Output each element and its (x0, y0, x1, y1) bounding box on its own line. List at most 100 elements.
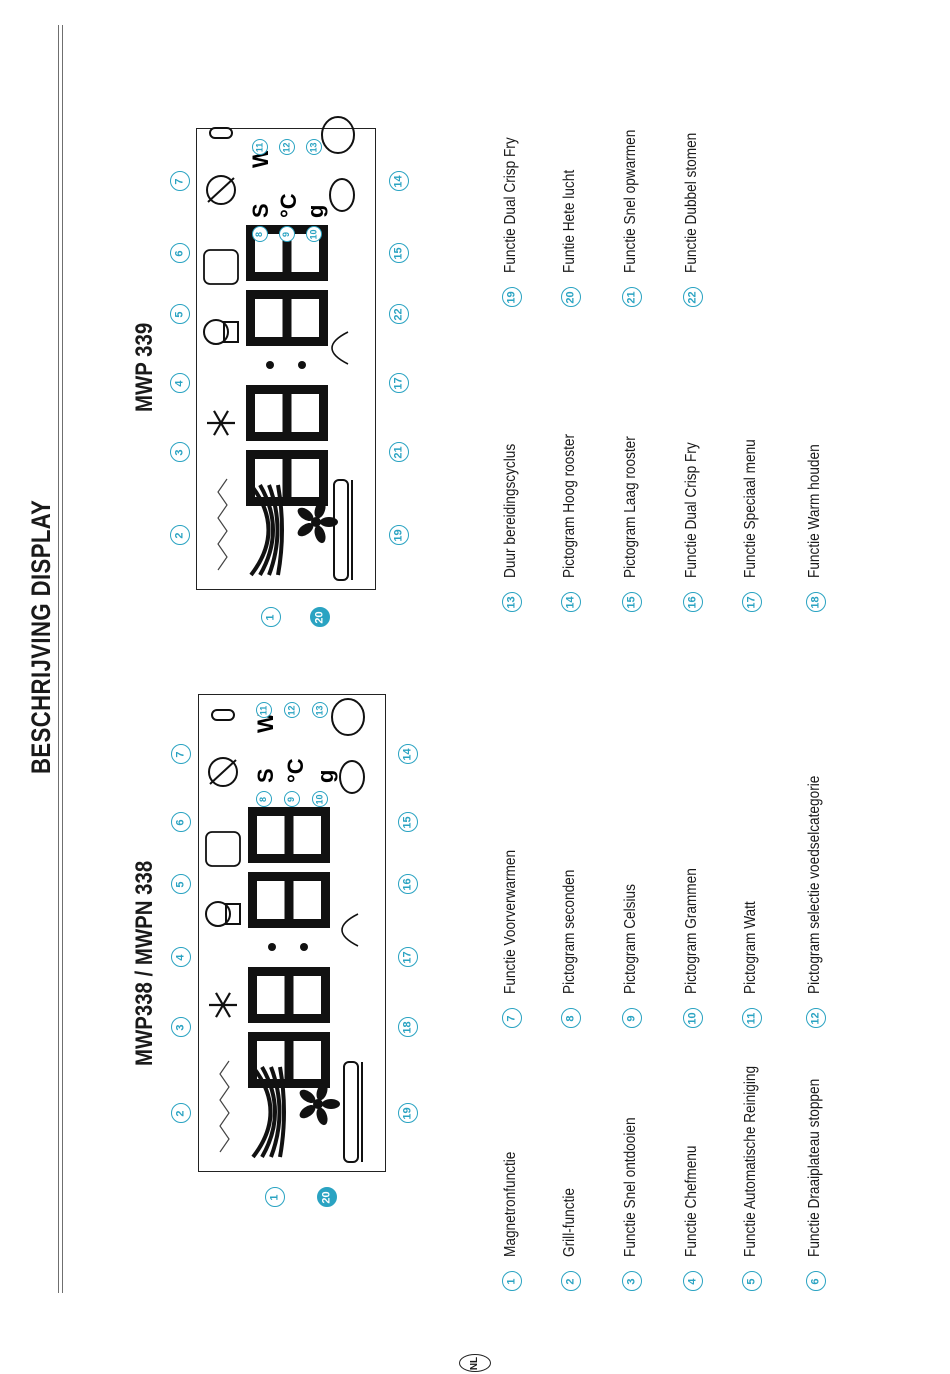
legend-label: Pictogram Hoog rooster (561, 433, 578, 578)
legend-label: Duur bereidingscyclus (502, 443, 519, 578)
callout-top-right: 5 (170, 304, 190, 324)
callout-number-text: 12 (286, 704, 297, 716)
legend-number: 21 (622, 287, 642, 307)
callout-number-text: 19 (392, 528, 405, 542)
legend-number: 2 (561, 1271, 581, 1291)
callout-unit-left: 11 (256, 702, 272, 718)
callout-number-text: 7 (174, 750, 187, 758)
callout-number-text: 15 (392, 246, 405, 260)
callout-number-text: 12 (281, 141, 292, 153)
callout-number-text: 2 (173, 531, 186, 539)
callout-bottom-right: 17 (389, 373, 409, 393)
callout-number-text: 18 (401, 1020, 414, 1034)
legend-label: Functie Voorverwarmen (502, 849, 519, 994)
callout-number-text: 5 (173, 310, 186, 318)
callout-number-text: 4 (174, 953, 187, 961)
callout-number-text: 10 (314, 793, 325, 805)
callout-top-right: 3 (170, 442, 190, 462)
callout-number-text: 20 (313, 610, 326, 624)
legend-label: Magnetronfunctie (502, 1151, 519, 1257)
callout-unit-right: 11 (252, 139, 268, 155)
legend-label: Pictogram Laag rooster (622, 436, 639, 578)
legend-label: Functie Dubbel stomen (683, 132, 700, 273)
legend-number: 12 (806, 1008, 826, 1028)
callout-bottom-right: 22 (389, 304, 409, 324)
callout-unit-left: 10 (312, 791, 328, 807)
legend-label: Functie Warm houden (806, 444, 823, 578)
callout-number-text: 17 (392, 376, 405, 390)
callout-number-text: 11 (745, 1012, 758, 1024)
legend-label: Grill-functie (561, 1188, 578, 1257)
callout-number-text: 15 (401, 815, 414, 829)
callout-number-text: 6 (173, 249, 186, 257)
callout-number-text: 8 (564, 1014, 577, 1022)
callout-side-left: 1 (265, 1187, 285, 1207)
callout-number-text: 20 (564, 290, 577, 304)
callout-side-filled-right: 20 (310, 607, 330, 627)
callout-number-text: 20 (320, 1190, 333, 1204)
legend-label: Functie Draaiplateau stoppen (806, 1078, 823, 1257)
callout-number-text: 4 (173, 379, 186, 387)
callout-number-text: 16 (686, 595, 699, 609)
legend-number: 20 (561, 287, 581, 307)
callout-number-text: 22 (392, 307, 405, 321)
left-rule-outer (58, 25, 59, 1293)
callout-number-text: 3 (625, 1277, 638, 1285)
legend-number: 5 (742, 1271, 762, 1291)
legend-number: 18 (806, 592, 826, 612)
callout-bottom-left: 17 (398, 947, 418, 967)
legend-label: Funtie Hete lucht (561, 169, 578, 273)
callout-number-text: 3 (173, 448, 186, 456)
callout-unit-left: 8 (256, 791, 272, 807)
model-title-left: MWP338 / MWPN 338 (131, 860, 158, 1066)
callout-unit-right: 10 (306, 226, 322, 242)
legend-number: 13 (502, 592, 522, 612)
legend-label: Functie Dual Crisp Fry (683, 442, 700, 578)
callout-number-text: 12 (809, 1011, 822, 1025)
callout-number-text: 15 (625, 595, 638, 609)
legend-label: Functie Dual Crisp Fry (502, 137, 519, 273)
legend-number: 11 (742, 1008, 762, 1028)
callout-bottom-left: 15 (398, 812, 418, 832)
callout-top-right: 7 (170, 171, 190, 191)
legend-number: 1 (502, 1271, 522, 1291)
callout-number-text: 7 (505, 1014, 518, 1022)
legend-number: 10 (683, 1008, 703, 1028)
legend-number: 3 (622, 1271, 642, 1291)
callout-number-text: 1 (505, 1277, 518, 1285)
callout-number-text: 13 (314, 704, 325, 716)
callout-unit-right: 9 (279, 226, 295, 242)
legend-number: 14 (561, 592, 581, 612)
callout-top-left: 7 (171, 744, 191, 764)
callout-number-text: 9 (625, 1014, 638, 1022)
legend-number: 17 (742, 592, 762, 612)
callout-number-text: 1 (264, 613, 277, 621)
model-title-right: MWP 339 (131, 322, 158, 412)
display-panel-left (198, 694, 386, 1172)
callout-number-text: 21 (625, 290, 638, 304)
callout-number-text: 9 (281, 231, 292, 237)
callout-unit-right: 12 (279, 139, 295, 155)
callout-top-left: 3 (171, 1017, 191, 1037)
callout-number-text: 17 (745, 595, 758, 609)
callout-number-text: 19 (505, 290, 518, 304)
legend-label: Functie Snel opwarmen (622, 129, 639, 273)
callout-bottom-right: 19 (389, 525, 409, 545)
callout-number-text: 2 (564, 1277, 577, 1285)
callout-side-filled-left: 20 (317, 1187, 337, 1207)
legend-label: Functie Automatische Reiniging (742, 1065, 759, 1257)
legend-number: 22 (683, 287, 703, 307)
legend-number: 15 (622, 592, 642, 612)
legend-label: Functie Snel ontdooien (622, 1117, 639, 1257)
legend-label: Pictogram Grammen (683, 868, 700, 994)
legend-label: Functie Chefmenu (683, 1145, 700, 1257)
callout-side-right: 1 (261, 607, 281, 627)
callout-top-left: 4 (171, 947, 191, 967)
legend-number: 4 (683, 1271, 703, 1291)
callout-unit-right: 13 (306, 139, 322, 155)
callout-number-text: 9 (286, 796, 297, 802)
callout-unit-left: 13 (312, 702, 328, 718)
callout-number-text: 19 (401, 1106, 414, 1120)
legend-label: Pictogram Watt (742, 901, 759, 994)
callout-number-text: 8 (258, 796, 269, 802)
